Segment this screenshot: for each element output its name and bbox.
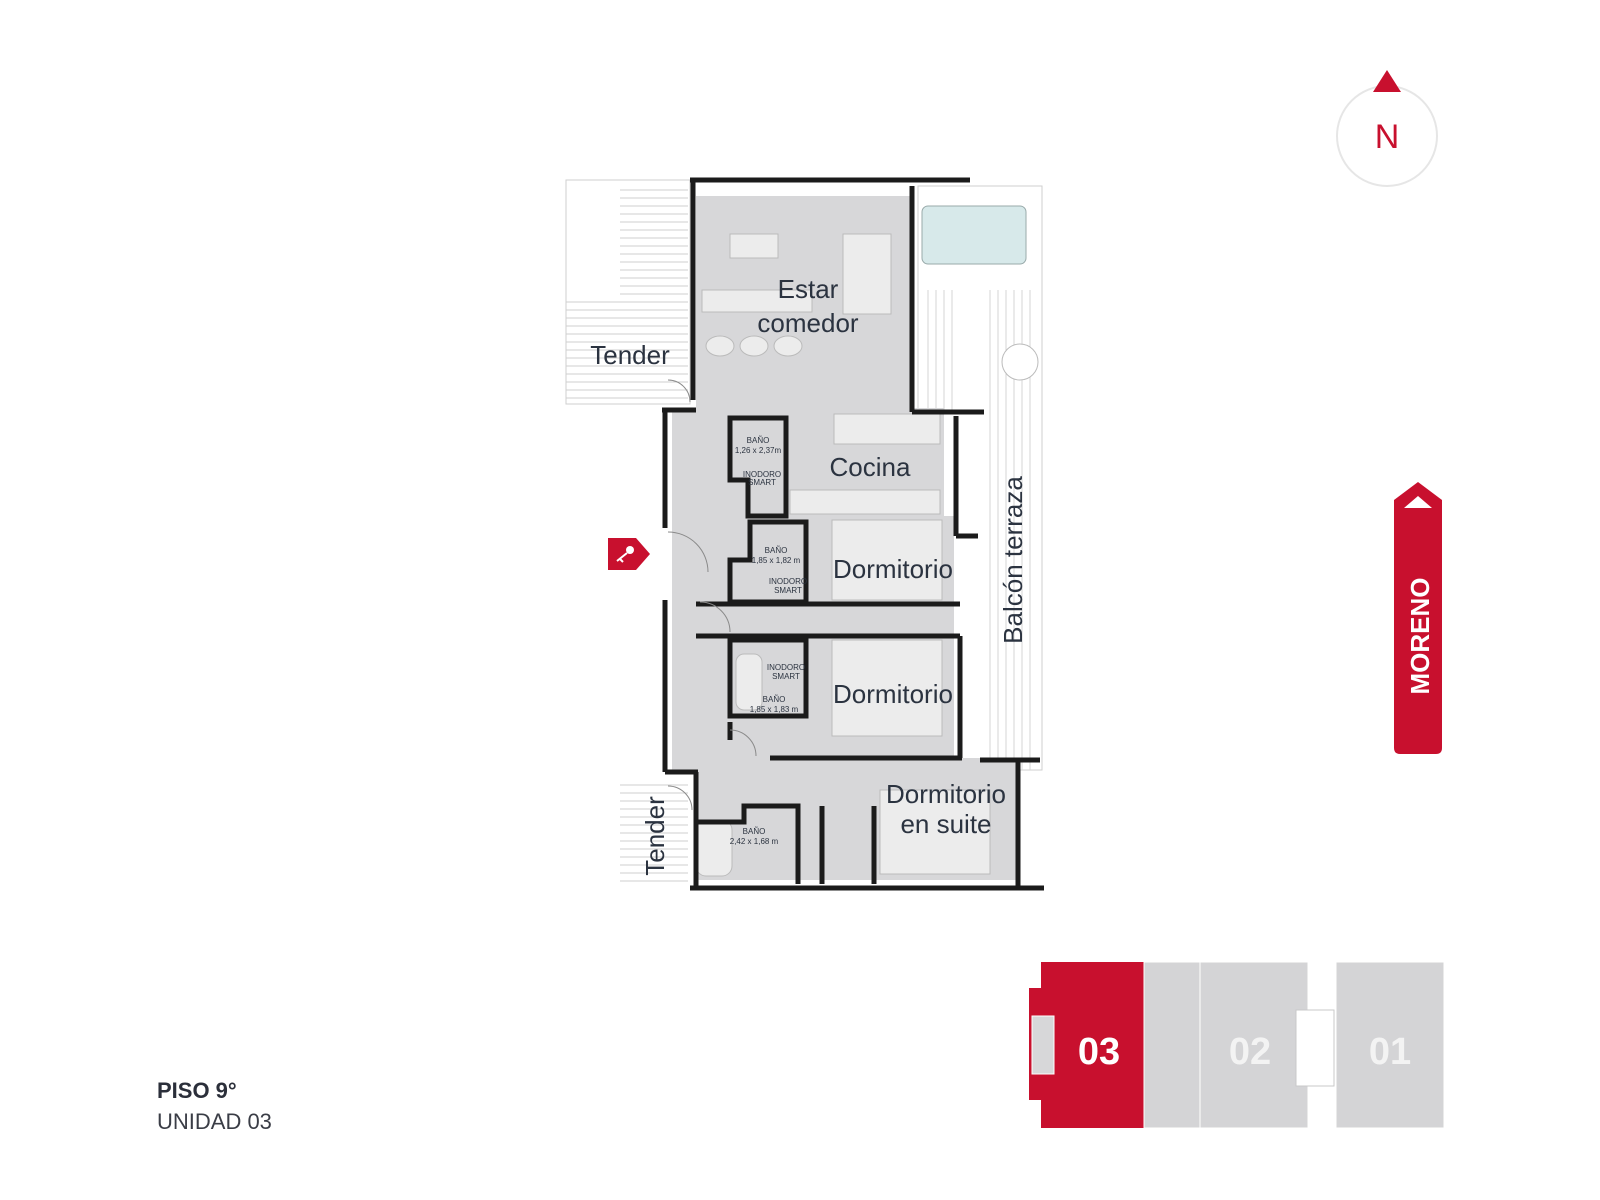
unit-02-label: 02 (1229, 1031, 1271, 1073)
bath2-fixture-2: SMART (774, 586, 802, 595)
tender-top-area (565, 179, 691, 405)
key-icon (608, 538, 650, 570)
unit-02-block[interactable] (1199, 961, 1309, 1129)
bath4-name: BAÑO (743, 827, 766, 836)
unit-03-block[interactable] (1041, 962, 1144, 1128)
bath1-name: BAÑO (747, 436, 770, 445)
floor-info: PISO 9° UNIDAD 03 (157, 1075, 272, 1137)
floor-label: PISO 9° (157, 1078, 237, 1103)
unit-label: UNIDAD 03 (157, 1109, 272, 1134)
unit-01-label: 01 (1369, 1031, 1411, 1073)
room-label-suite-2: en suite (900, 809, 991, 839)
room-label-suite-1: Dormitorio (886, 779, 1006, 809)
bath2-name: BAÑO (765, 546, 788, 555)
bath2-fixture-1: INODORO (769, 577, 807, 586)
street-arrow-icon (1404, 496, 1432, 508)
tender-bottom-area (620, 784, 688, 882)
room-label-bedroom-1: Dormitorio (833, 554, 953, 584)
bath1-fixture-2: SMART (748, 478, 776, 487)
room-label-living-2: comedor (757, 308, 858, 338)
bath2-size: 1,85 x 1,82 m (752, 556, 801, 565)
bath4-size: 2,42 x 1,68 m (730, 837, 779, 846)
room-label-tender-top: Tender (590, 340, 670, 370)
unit-key-plan: 03 02 01 (1029, 961, 1445, 1129)
walls (662, 177, 1044, 891)
unit-01-block[interactable] (1335, 961, 1445, 1129)
bath1-size: 1,26 x 2,37m (735, 446, 782, 455)
bath3-fixture-2: SMART (772, 672, 800, 681)
room-label-kitchen: Cocina (830, 452, 911, 482)
door-swings (667, 379, 757, 811)
room-label-tender-bottom: Tender (640, 796, 670, 876)
bath1-fixture-1: INODORO (743, 470, 781, 479)
furniture (695, 233, 991, 877)
room-label-living-1: Estar (778, 274, 839, 304)
bath3-size: 1,85 x 1,83 m (750, 705, 799, 714)
room-label-balcony: Balcón terraza (998, 476, 1028, 644)
room-label-bedroom-2: Dormitorio (833, 679, 953, 709)
north-arrow-icon: N (1336, 70, 1438, 187)
compass-letter: N (1375, 118, 1400, 156)
bath3-name: BAÑO (763, 695, 786, 704)
pool (921, 205, 1027, 265)
street-sign: MORENO (1394, 482, 1442, 754)
unit-03-label: 03 (1078, 1031, 1120, 1073)
bath3-fixture-1: INODORO (767, 663, 805, 672)
street-name: MORENO (1405, 578, 1435, 695)
